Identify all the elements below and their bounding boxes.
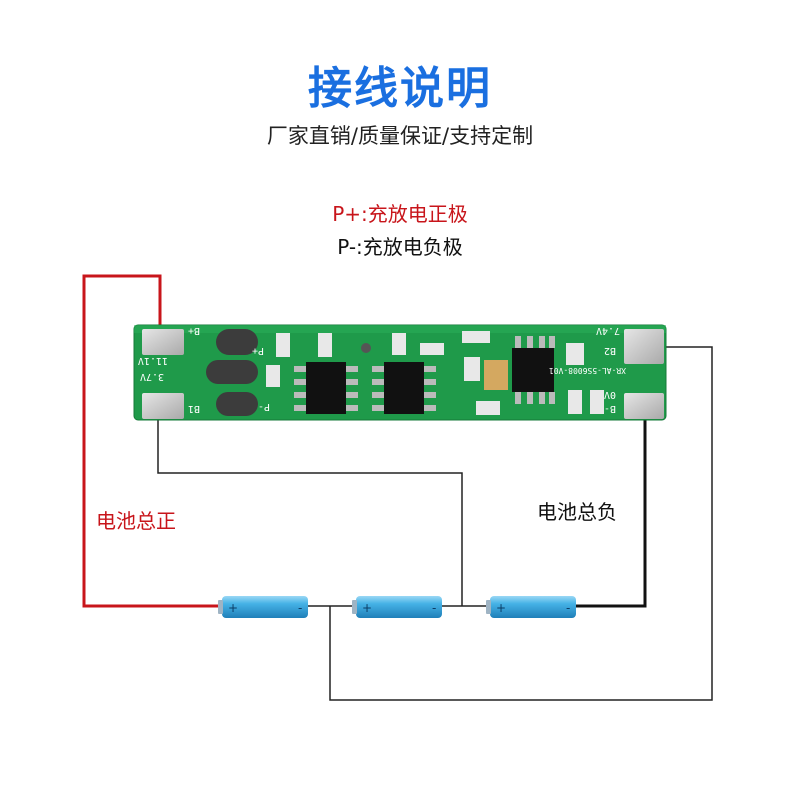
legend-p-minus: P-:充放电负极 — [337, 235, 463, 259]
via — [361, 343, 371, 353]
smd-component — [566, 343, 584, 365]
smd-component — [476, 401, 500, 415]
page-title: 接线说明 — [308, 63, 492, 114]
silk-b-plus: B+ — [188, 325, 200, 336]
smd-component — [462, 331, 490, 343]
battery-2: + - — [352, 596, 442, 618]
battery-minus-sign: - — [432, 601, 436, 615]
mosfet-chip-1 — [294, 362, 358, 414]
smd-component — [276, 333, 290, 357]
silk-b2: B2 — [604, 345, 616, 356]
battery-3: + - — [486, 596, 576, 618]
smd-component — [568, 390, 582, 414]
battery-plus-sign: + — [228, 601, 238, 615]
silk-37v: 3.7V — [140, 371, 164, 382]
pad-p-minus — [216, 392, 258, 416]
silk-p-minus: P- — [258, 401, 270, 412]
silk-model: XR-AL-5S6008-V01 — [549, 366, 626, 375]
page-subtitle: 厂家直销/质量保证/支持定制 — [266, 124, 534, 148]
b1-wire — [157, 410, 463, 606]
silk-74v: 7.4V — [596, 325, 620, 336]
pad-p-plus — [216, 329, 258, 355]
pad-b-plus — [142, 329, 184, 355]
b2-wire — [329, 346, 713, 701]
smd-component — [392, 333, 406, 355]
protection-ic-chip — [512, 336, 555, 404]
battery-total-positive-wire — [82, 274, 222, 608]
silk-b-minus: B- — [604, 403, 616, 414]
silk-11v: 11.1V — [138, 355, 168, 366]
silk-p-plus: P+ — [252, 345, 264, 356]
pad-b-minus — [624, 393, 664, 419]
label-battery-total-negative: 电池总负 — [537, 500, 617, 524]
silk-0v: 0V — [604, 389, 616, 400]
protection-board: B+ P+ P- 11.1V 3.7V B1 7.4V B2 XR-AL-5S6… — [133, 324, 667, 421]
label-battery-total-positive: 电池总正 — [96, 509, 176, 533]
legend-p-plus: P+:充放电正极 — [332, 202, 468, 226]
smd-component — [420, 343, 444, 355]
smd-component — [464, 357, 480, 381]
battery-minus-sign: - — [566, 601, 570, 615]
pad-b1 — [142, 393, 184, 419]
pad-b2 — [624, 329, 664, 364]
smd-component — [318, 333, 332, 357]
battery-plus-sign: + — [496, 601, 506, 615]
smd-component — [266, 365, 280, 387]
battery-plus-sign: + — [362, 601, 372, 615]
smd-component — [590, 390, 604, 414]
capacitor — [484, 360, 508, 390]
battery-1: + - — [218, 596, 308, 618]
battery-minus-sign: - — [298, 601, 302, 615]
mosfet-chip-2 — [372, 362, 436, 414]
silk-b1: B1 — [188, 403, 200, 414]
pad-p-mid — [206, 360, 258, 384]
battery-total-negative-wire — [574, 410, 647, 608]
